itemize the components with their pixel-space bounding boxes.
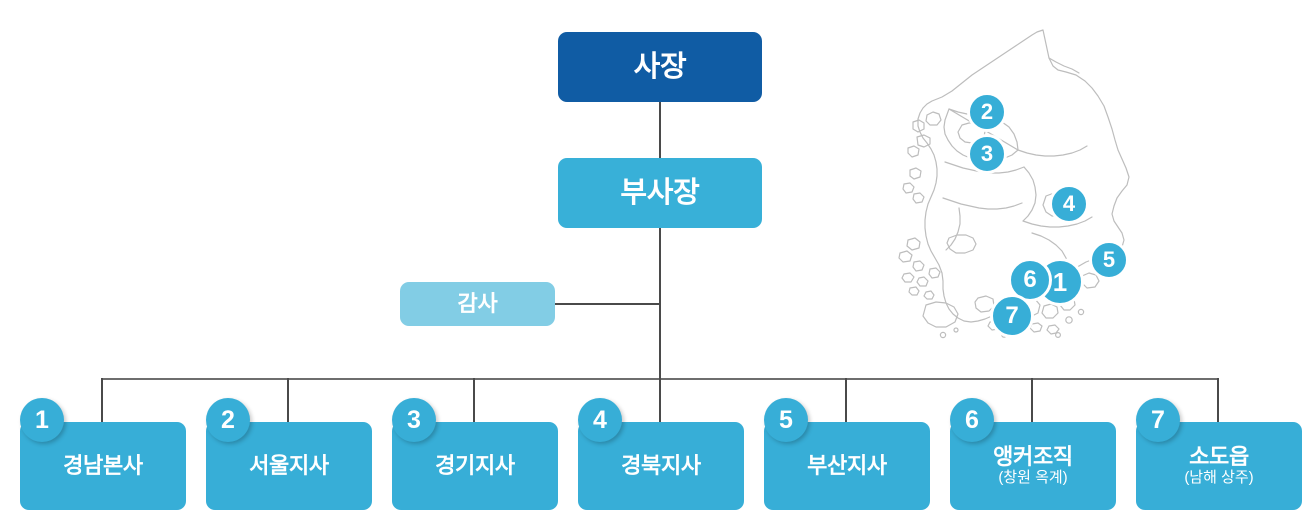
map-pin-7[interactable]: 7 (990, 294, 1034, 338)
map-pin-6[interactable]: 6 (1008, 258, 1052, 302)
badge-branch-2-number: 2 (221, 405, 235, 434)
node-ceo[interactable]: 사장 (558, 32, 762, 102)
connector-drop-2 (287, 378, 289, 424)
map-pin-6-number: 6 (1023, 266, 1037, 293)
node-branch-3-label: 경기지사 (435, 452, 515, 478)
node-branch-6-sub: (창원 옥계) (998, 469, 1068, 487)
badge-branch-7-number: 7 (1151, 405, 1165, 434)
map-pin-2[interactable]: 2 (967, 92, 1007, 132)
map-pin-1-number: 1 (1052, 267, 1068, 297)
badge-branch-5: 5 (764, 398, 808, 442)
connector-drop-1 (101, 378, 103, 424)
connector-ceo-to-vice (659, 102, 661, 158)
node-branch-5-label: 부산지사 (807, 452, 887, 478)
node-branch-1-label: 경남본사 (63, 452, 143, 478)
badge-branch-3-number: 3 (407, 405, 421, 434)
node-audit[interactable]: 감사 (400, 282, 555, 326)
map-pin-3-number: 3 (980, 141, 994, 166)
map-pin-2-number: 2 (980, 99, 994, 124)
map-pin-4[interactable]: 4 (1049, 184, 1089, 224)
connector-drop-6 (1031, 378, 1033, 424)
map-pin-4-number: 4 (1062, 191, 1076, 216)
connector-drop-5 (845, 378, 847, 424)
node-branch-7-label: 소도읍 (1189, 443, 1249, 469)
badge-branch-4: 4 (578, 398, 622, 442)
map-pin-5[interactable]: 5 (1089, 240, 1129, 280)
node-branch-2-label: 서울지사 (249, 452, 329, 478)
connector-audit-to-trunk (555, 303, 661, 305)
badge-branch-7: 7 (1136, 398, 1180, 442)
badge-branch-5-number: 5 (779, 405, 793, 434)
badge-branch-4-number: 4 (593, 405, 607, 434)
badge-branch-1-number: 1 (35, 405, 49, 434)
connector-drop-4 (659, 378, 661, 424)
node-vice-president-label: 부사장 (620, 176, 700, 209)
node-audit-label: 감사 (457, 290, 498, 316)
map-pin-3[interactable]: 3 (967, 134, 1007, 174)
connector-drop-7 (1217, 378, 1219, 424)
node-branch-7-sub: (남해 상주) (1184, 469, 1254, 487)
node-ceo-label: 사장 (633, 50, 687, 83)
badge-branch-6-number: 6 (965, 405, 979, 434)
badge-branch-2: 2 (206, 398, 250, 442)
badge-branch-1: 1 (20, 398, 64, 442)
south-korea-map: 1 2 3 4 5 6 7 (886, 22, 1156, 367)
node-vice-president[interactable]: 부사장 (558, 158, 762, 228)
badge-branch-3: 3 (392, 398, 436, 442)
node-branch-4-label: 경북지사 (621, 452, 701, 478)
connector-drop-3 (473, 378, 475, 424)
node-branch-6-label: 앵커조직 (993, 443, 1073, 469)
map-pin-5-number: 5 (1102, 247, 1116, 272)
map-pin-7-number: 7 (1005, 302, 1019, 329)
badge-branch-6: 6 (950, 398, 994, 442)
